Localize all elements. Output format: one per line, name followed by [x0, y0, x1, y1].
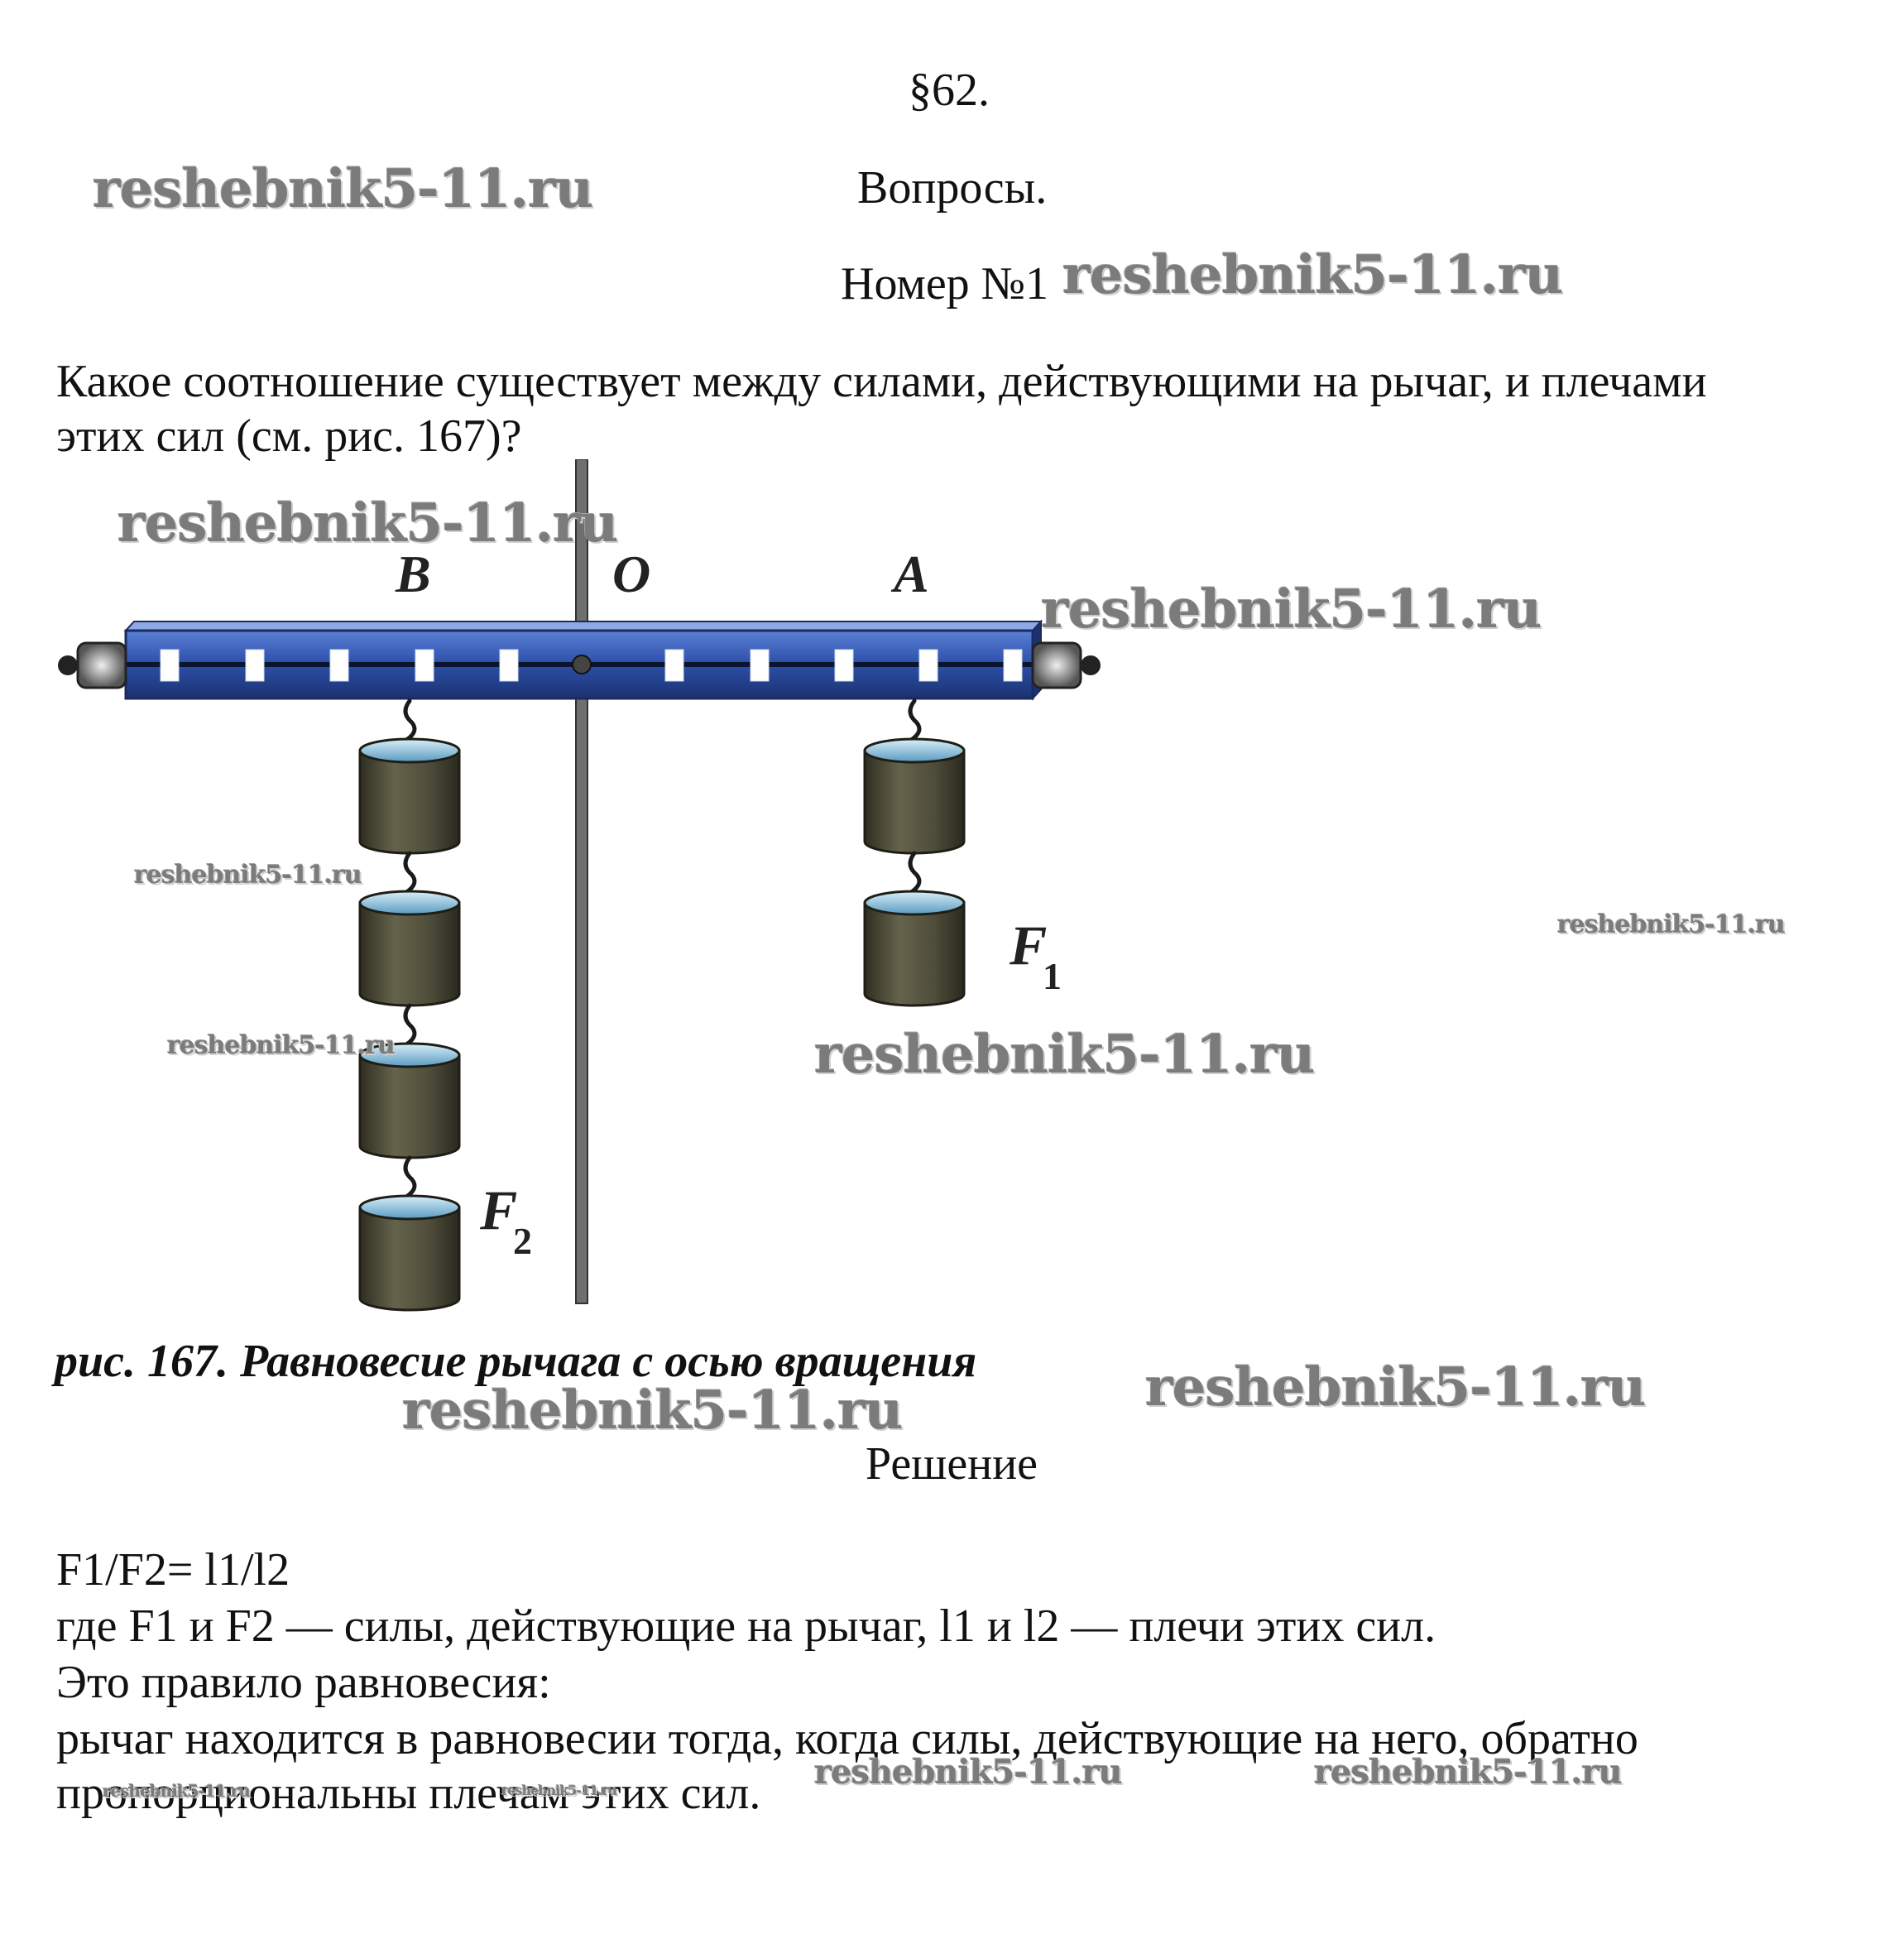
watermark: reshebnik5-11.ru — [1557, 910, 1786, 939]
lever-slot — [245, 649, 265, 682]
weights-left — [358, 698, 461, 1312]
label-o: O — [612, 545, 650, 603]
label-f1: F 1 — [1009, 914, 1062, 997]
pivot — [572, 655, 592, 674]
solution-line-1: где F1 и F2 — силы, действующие на рычаг… — [56, 1600, 1436, 1652]
hook — [403, 698, 417, 746]
watermark: reshebnik5-11.ru — [1062, 244, 1563, 306]
weight — [863, 890, 966, 1007]
weight — [863, 737, 966, 855]
lever-bar — [123, 619, 1043, 701]
hook — [403, 1155, 417, 1203]
weight — [358, 1042, 461, 1159]
right-knob — [1031, 641, 1101, 689]
figure-caption: рис. 167. Равновесие рычага с осью враще… — [55, 1336, 977, 1387]
hook — [908, 698, 922, 746]
section-number: §62. — [909, 65, 990, 116]
label-a: A — [890, 545, 929, 603]
hook — [403, 1003, 417, 1051]
solution-line-3: рычаг находится в равновесии тогда, когд… — [56, 1713, 1638, 1764]
question-number: Номер №1 — [841, 258, 1049, 310]
weight — [358, 1194, 461, 1312]
hook — [403, 851, 417, 899]
weight — [358, 737, 461, 855]
lever-slot — [415, 649, 434, 682]
lever-slot — [329, 649, 349, 682]
weights-right — [863, 698, 966, 1007]
watermark: reshebnik5-11.ru — [1314, 1753, 1623, 1792]
watermark: reshebnik5-11.ru — [1145, 1356, 1646, 1418]
weight — [358, 890, 461, 1007]
label-b: B — [395, 545, 431, 603]
watermark: reshebnik5-11.ru — [93, 158, 593, 220]
watermark: reshebnik5-11.ru — [814, 1024, 1315, 1086]
lever-slot — [918, 649, 938, 682]
lever-slot — [499, 649, 519, 682]
watermark: reshebnik5-11.ru — [134, 861, 362, 890]
svg-text:F: F — [1009, 914, 1047, 977]
question-line-1: Какое соотношение существует между силам… — [56, 356, 1707, 407]
solution-line-2: Это правило равновесия: — [56, 1657, 551, 1708]
watermark: reshebnik5-11.ru — [118, 492, 618, 554]
svg-text:1: 1 — [1043, 955, 1062, 997]
lever-slot — [750, 649, 770, 682]
lever-slot — [1003, 649, 1023, 682]
watermark: reshebnik5-11.ru — [1041, 578, 1542, 641]
left-knob — [58, 641, 127, 689]
svg-text:2: 2 — [513, 1220, 532, 1262]
watermark: reshebnik5-11.ru — [103, 1781, 251, 1801]
watermark: reshebnik5-11.ru — [814, 1753, 1123, 1792]
lever-slots — [160, 649, 1023, 682]
questions-heading: Вопросы. — [857, 162, 1048, 214]
question-line-2: этих сил (см. рис. 167)? — [56, 410, 522, 462]
watermark: reshebnik5-11.ru — [402, 1380, 903, 1442]
lever-slot — [160, 649, 180, 682]
svg-text:F: F — [479, 1178, 517, 1241]
lever-slot — [664, 649, 684, 682]
solution-line-4: пропорциональны плечам этих сил. — [56, 1768, 761, 1819]
formula: F1/F2= l1/l2 — [56, 1544, 290, 1596]
solution-heading: Решение — [866, 1438, 1038, 1490]
watermark: reshebnik5-11.ru — [501, 1783, 617, 1798]
hook — [908, 851, 922, 899]
watermark: reshebnik5-11.ru — [167, 1031, 396, 1060]
lever-figure: B O A F 1 F 2 — [58, 459, 1101, 1312]
lever-slot — [834, 649, 854, 682]
axis-rod — [575, 459, 588, 1304]
label-f2: F 2 — [479, 1178, 532, 1262]
